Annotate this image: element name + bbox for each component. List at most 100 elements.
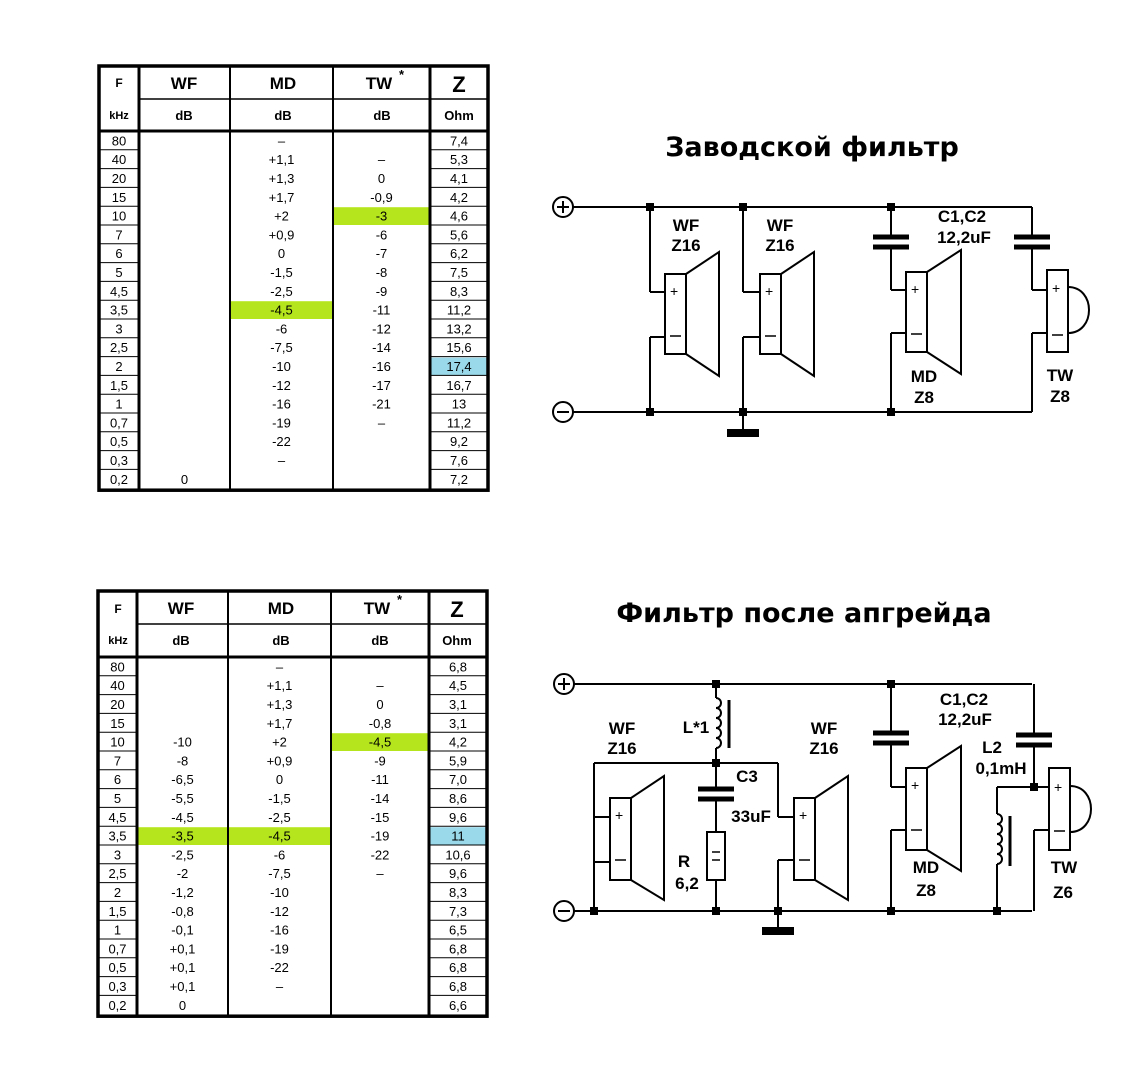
table-cell: 7,6	[450, 453, 468, 468]
highlight-cell	[430, 827, 486, 845]
table-cell: 2	[115, 359, 122, 374]
table-header-md: MD	[268, 599, 294, 618]
svg-text:+: +	[1052, 280, 1060, 296]
table-cell: 80	[110, 659, 124, 674]
svg-text:+: +	[799, 807, 807, 823]
table-cell: 5,9	[449, 753, 467, 768]
table-cell: 7,4	[450, 133, 468, 148]
table-cell: 7,5	[450, 265, 468, 280]
response-table-factory: F kHz WF dB MD dB TW * dB Z Ohm 80–7,440…	[97, 64, 490, 492]
response-table-upgraded: F kHz WF dB MD dB TW * dB Z Ohm 80–6,840…	[96, 589, 489, 1018]
table-cell: 8,3	[450, 284, 468, 299]
table-cell: 5	[114, 791, 121, 806]
plus-terminal	[552, 196, 574, 218]
table-cell: 7	[115, 227, 122, 242]
table-cell: 4,5	[449, 678, 467, 693]
table-cell: +0,9	[267, 753, 293, 768]
table-cell: -0,8	[369, 716, 391, 731]
table-header-f: F	[114, 602, 121, 616]
woofer-1-speaker: +	[649, 207, 720, 412]
table-header-z: Z	[452, 72, 465, 97]
table-cell: -2	[177, 866, 189, 881]
table-cell: +1,7	[267, 716, 293, 731]
svg-text:+: +	[670, 283, 678, 299]
table-header-tw: TW	[364, 599, 391, 618]
midrange-impedance: Z8	[914, 388, 934, 407]
table-cell: -12	[270, 904, 289, 919]
table-cell: 6,8	[449, 979, 467, 994]
table-cell: +0,1	[170, 941, 196, 956]
table-cell: 3,5	[108, 829, 126, 844]
table-cell: -16	[270, 923, 289, 938]
table-cell: -6	[276, 321, 288, 336]
table-cell: 17,4	[446, 359, 471, 374]
table-cell: 40	[112, 152, 126, 167]
table-cell: -1,5	[270, 265, 292, 280]
table-cell: 2,5	[108, 866, 126, 881]
svg-text:+: +	[615, 807, 623, 823]
table-cell: 0,3	[110, 453, 128, 468]
table-cell: -9	[374, 753, 386, 768]
resistor-r	[706, 831, 726, 911]
table-cell: -4,5	[171, 810, 193, 825]
table-cell: -16	[272, 397, 291, 412]
table-cell: 6	[115, 246, 122, 261]
table-cell: -6,5	[171, 772, 193, 787]
table-cell: -19	[371, 829, 390, 844]
table-cell: 11,2	[447, 415, 471, 430]
table-cell: 15	[112, 190, 126, 205]
table-cell: 9,6	[449, 866, 467, 881]
woofer-2-impedance: Z16	[765, 236, 794, 255]
diagram-title: Заводской фильтр	[665, 132, 959, 163]
table-cell: -11	[373, 303, 391, 318]
table-cell: -7,5	[268, 866, 290, 881]
table-cell: 8,3	[449, 885, 467, 900]
ground-symbol	[762, 911, 794, 935]
highlight-cell	[334, 207, 429, 225]
resistor-value: 6,2	[675, 874, 699, 893]
table-cell: 11	[451, 829, 465, 844]
table-cell: -22	[371, 847, 390, 862]
table-header-md-unit: dB	[272, 633, 289, 648]
table-header-z-unit: Ohm	[442, 633, 472, 648]
table-cell: 6,8	[449, 941, 467, 956]
table-cell: –	[376, 866, 384, 881]
table-cell: -19	[272, 415, 291, 430]
table-cell: -1,5	[268, 791, 290, 806]
table-cell: +2	[272, 735, 287, 750]
table-cell: -2,5	[270, 284, 292, 299]
table-cell: -0,9	[370, 190, 392, 205]
woofer-1-speaker: +	[593, 762, 716, 911]
table-cell: -10	[270, 885, 289, 900]
table-cell: –	[276, 979, 284, 994]
table-cell: –	[378, 415, 386, 430]
capacitors-label: C1,C2	[940, 690, 988, 709]
table-cell: -7,5	[270, 340, 292, 355]
table-header-wf-unit: dB	[172, 633, 189, 648]
table-header-wf: WF	[171, 74, 197, 93]
table-cell: 15	[110, 716, 124, 731]
table-cell: 10	[112, 209, 126, 224]
table-cell: 0,2	[108, 998, 126, 1013]
table-cell: 2	[114, 885, 121, 900]
table-cell: 1,5	[108, 904, 126, 919]
diagram-title: Фильтр после апгрейда	[616, 598, 991, 629]
woofer-2-impedance: Z16	[809, 739, 838, 758]
tweeter-speaker: +	[997, 684, 1092, 911]
tweeter-label: TW	[1047, 366, 1074, 385]
table-cell: 0,3	[108, 979, 126, 994]
table-header-tw-unit: dB	[371, 633, 388, 648]
table-cell: 20	[112, 171, 126, 186]
table-cell: 7,3	[449, 904, 467, 919]
table-cell: 7	[114, 753, 121, 768]
table-cell: 20	[110, 697, 124, 712]
midrange-speaker: +	[873, 207, 962, 412]
table-cell: 6,8	[449, 960, 467, 975]
svg-text:+: +	[1054, 779, 1062, 795]
highlight-cell	[431, 357, 487, 376]
circuit-upgraded-filter: Фильтр после апгрейда +	[553, 598, 1092, 935]
table-cell: +2	[274, 209, 289, 224]
table-cell: 1	[114, 923, 121, 938]
inductor-l2	[996, 787, 1012, 911]
